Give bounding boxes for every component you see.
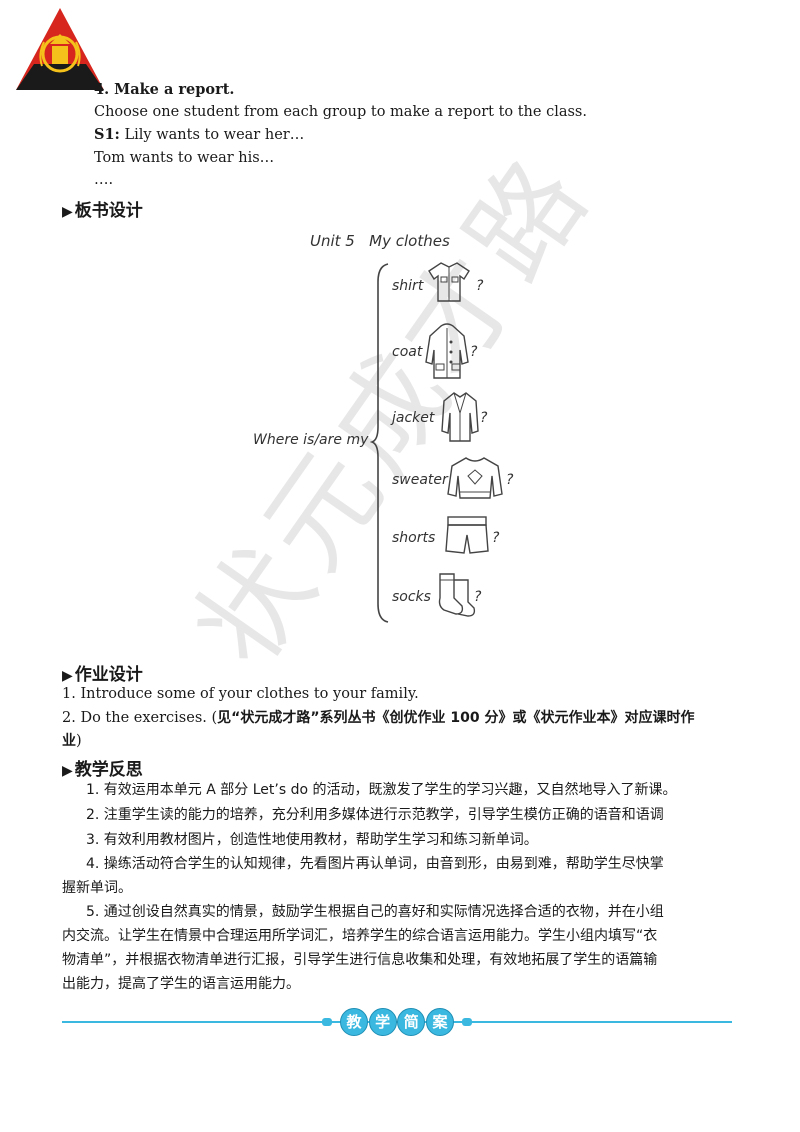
footer-rule — [62, 1021, 732, 1023]
word-shorts: shorts — [392, 530, 436, 546]
footer-char: 教 — [340, 1008, 368, 1036]
qmark-shirt: ? — [476, 278, 484, 294]
qmark-socks: ? — [474, 589, 482, 605]
word-shirt: shirt — [392, 278, 424, 294]
word-socks: socks — [392, 589, 431, 605]
coat-icon — [425, 323, 469, 379]
footer-char: 简 — [397, 1008, 426, 1036]
ellipsis-line: …. — [94, 172, 114, 188]
homework-heading: ▶作业设计 — [62, 665, 143, 685]
jacket-icon — [441, 392, 479, 442]
footer-cap-left — [322, 1018, 332, 1026]
homework-item-2: 2. Do the exercises. (见“状元成才路”系列丛书《创优作业 … — [62, 710, 695, 726]
triangle-bullet-icon: ▶ — [62, 668, 73, 684]
board-lead: Where is/are my — [253, 432, 369, 448]
shirt-icon — [428, 262, 470, 302]
word-sweater: sweater — [392, 472, 448, 488]
logo-icon — [16, 8, 104, 90]
shorts-icon — [445, 516, 489, 554]
reflection-p4b: 握新单词。 — [62, 880, 132, 896]
tom-line: Tom wants to wear his… — [94, 150, 275, 166]
footer-char: 学 — [368, 1008, 397, 1036]
reflection-p4a: 4. 操练活动符合学生的认知规律，先看图片再认单词，由音到形，由易到难，帮助学生… — [86, 856, 664, 872]
board-heading: ▶板书设计 — [62, 201, 143, 221]
s1-line: S1: Lily wants to wear her… — [94, 125, 304, 145]
s1-label: S1: — [94, 126, 120, 143]
qmark-sweater: ? — [506, 472, 514, 488]
qmark-jacket: ? — [480, 410, 488, 426]
qmark-coat: ? — [470, 344, 478, 360]
homework-item-1: 1. Introduce some of your clothes to you… — [62, 686, 419, 702]
reflection-p5d: 出能力，提高了学生的语言运用能力。 — [62, 976, 300, 992]
instruction-text: Choose one student from each group to ma… — [94, 104, 587, 120]
triangle-bullet-icon: ▶ — [62, 204, 73, 220]
socks-icon — [438, 573, 476, 617]
footer-cap-right — [462, 1018, 472, 1026]
sweater-icon — [447, 457, 503, 499]
reflection-heading: ▶教学反思 — [62, 760, 143, 780]
word-jacket: jacket — [392, 410, 435, 426]
word-coat: coat — [392, 344, 423, 360]
reflection-p5c: 物清单”，并根据衣物清单进行汇报，引导学生进行信息收集和处理，有效地拓展了学生的… — [62, 952, 658, 968]
reflection-p2: 2. 注重学生读的能力的培养，充分利用多媒体进行示范教学，引导学生模仿正确的语音… — [86, 807, 664, 823]
qmark-shorts: ? — [492, 530, 500, 546]
homework-item-2-cont: 业) — [62, 733, 82, 749]
footer-char: 案 — [425, 1008, 454, 1036]
footer-chars: 教 学 简 案 — [340, 1008, 454, 1036]
step-title: 4. Make a report. — [94, 81, 235, 98]
reflection-p3: 3. 有效利用教材图片，创造性地使用教材，帮助学生学习和练习新单词。 — [86, 832, 538, 848]
brace-icon — [370, 263, 389, 623]
reflection-p5a: 5. 通过创设自然真实的情景，鼓励学生根据自己的喜好和实际情况选择合适的衣物，并… — [86, 904, 664, 920]
reflection-p5b: 内交流。让学生在情景中合理运用所学词汇，培养学生的综合语言运用能力。学生小组内填… — [62, 928, 658, 944]
triangle-bullet-icon: ▶ — [62, 763, 73, 779]
board-title: Unit 5 My clothes — [310, 232, 450, 250]
s1-text: Lily wants to wear her… — [124, 127, 305, 143]
footer-badge: 教 学 简 案 — [322, 1008, 472, 1036]
reflection-p1: 1. 有效运用本单元 A 部分 Let’s do 的活动，既激发了学生的学习兴趣… — [86, 782, 677, 798]
